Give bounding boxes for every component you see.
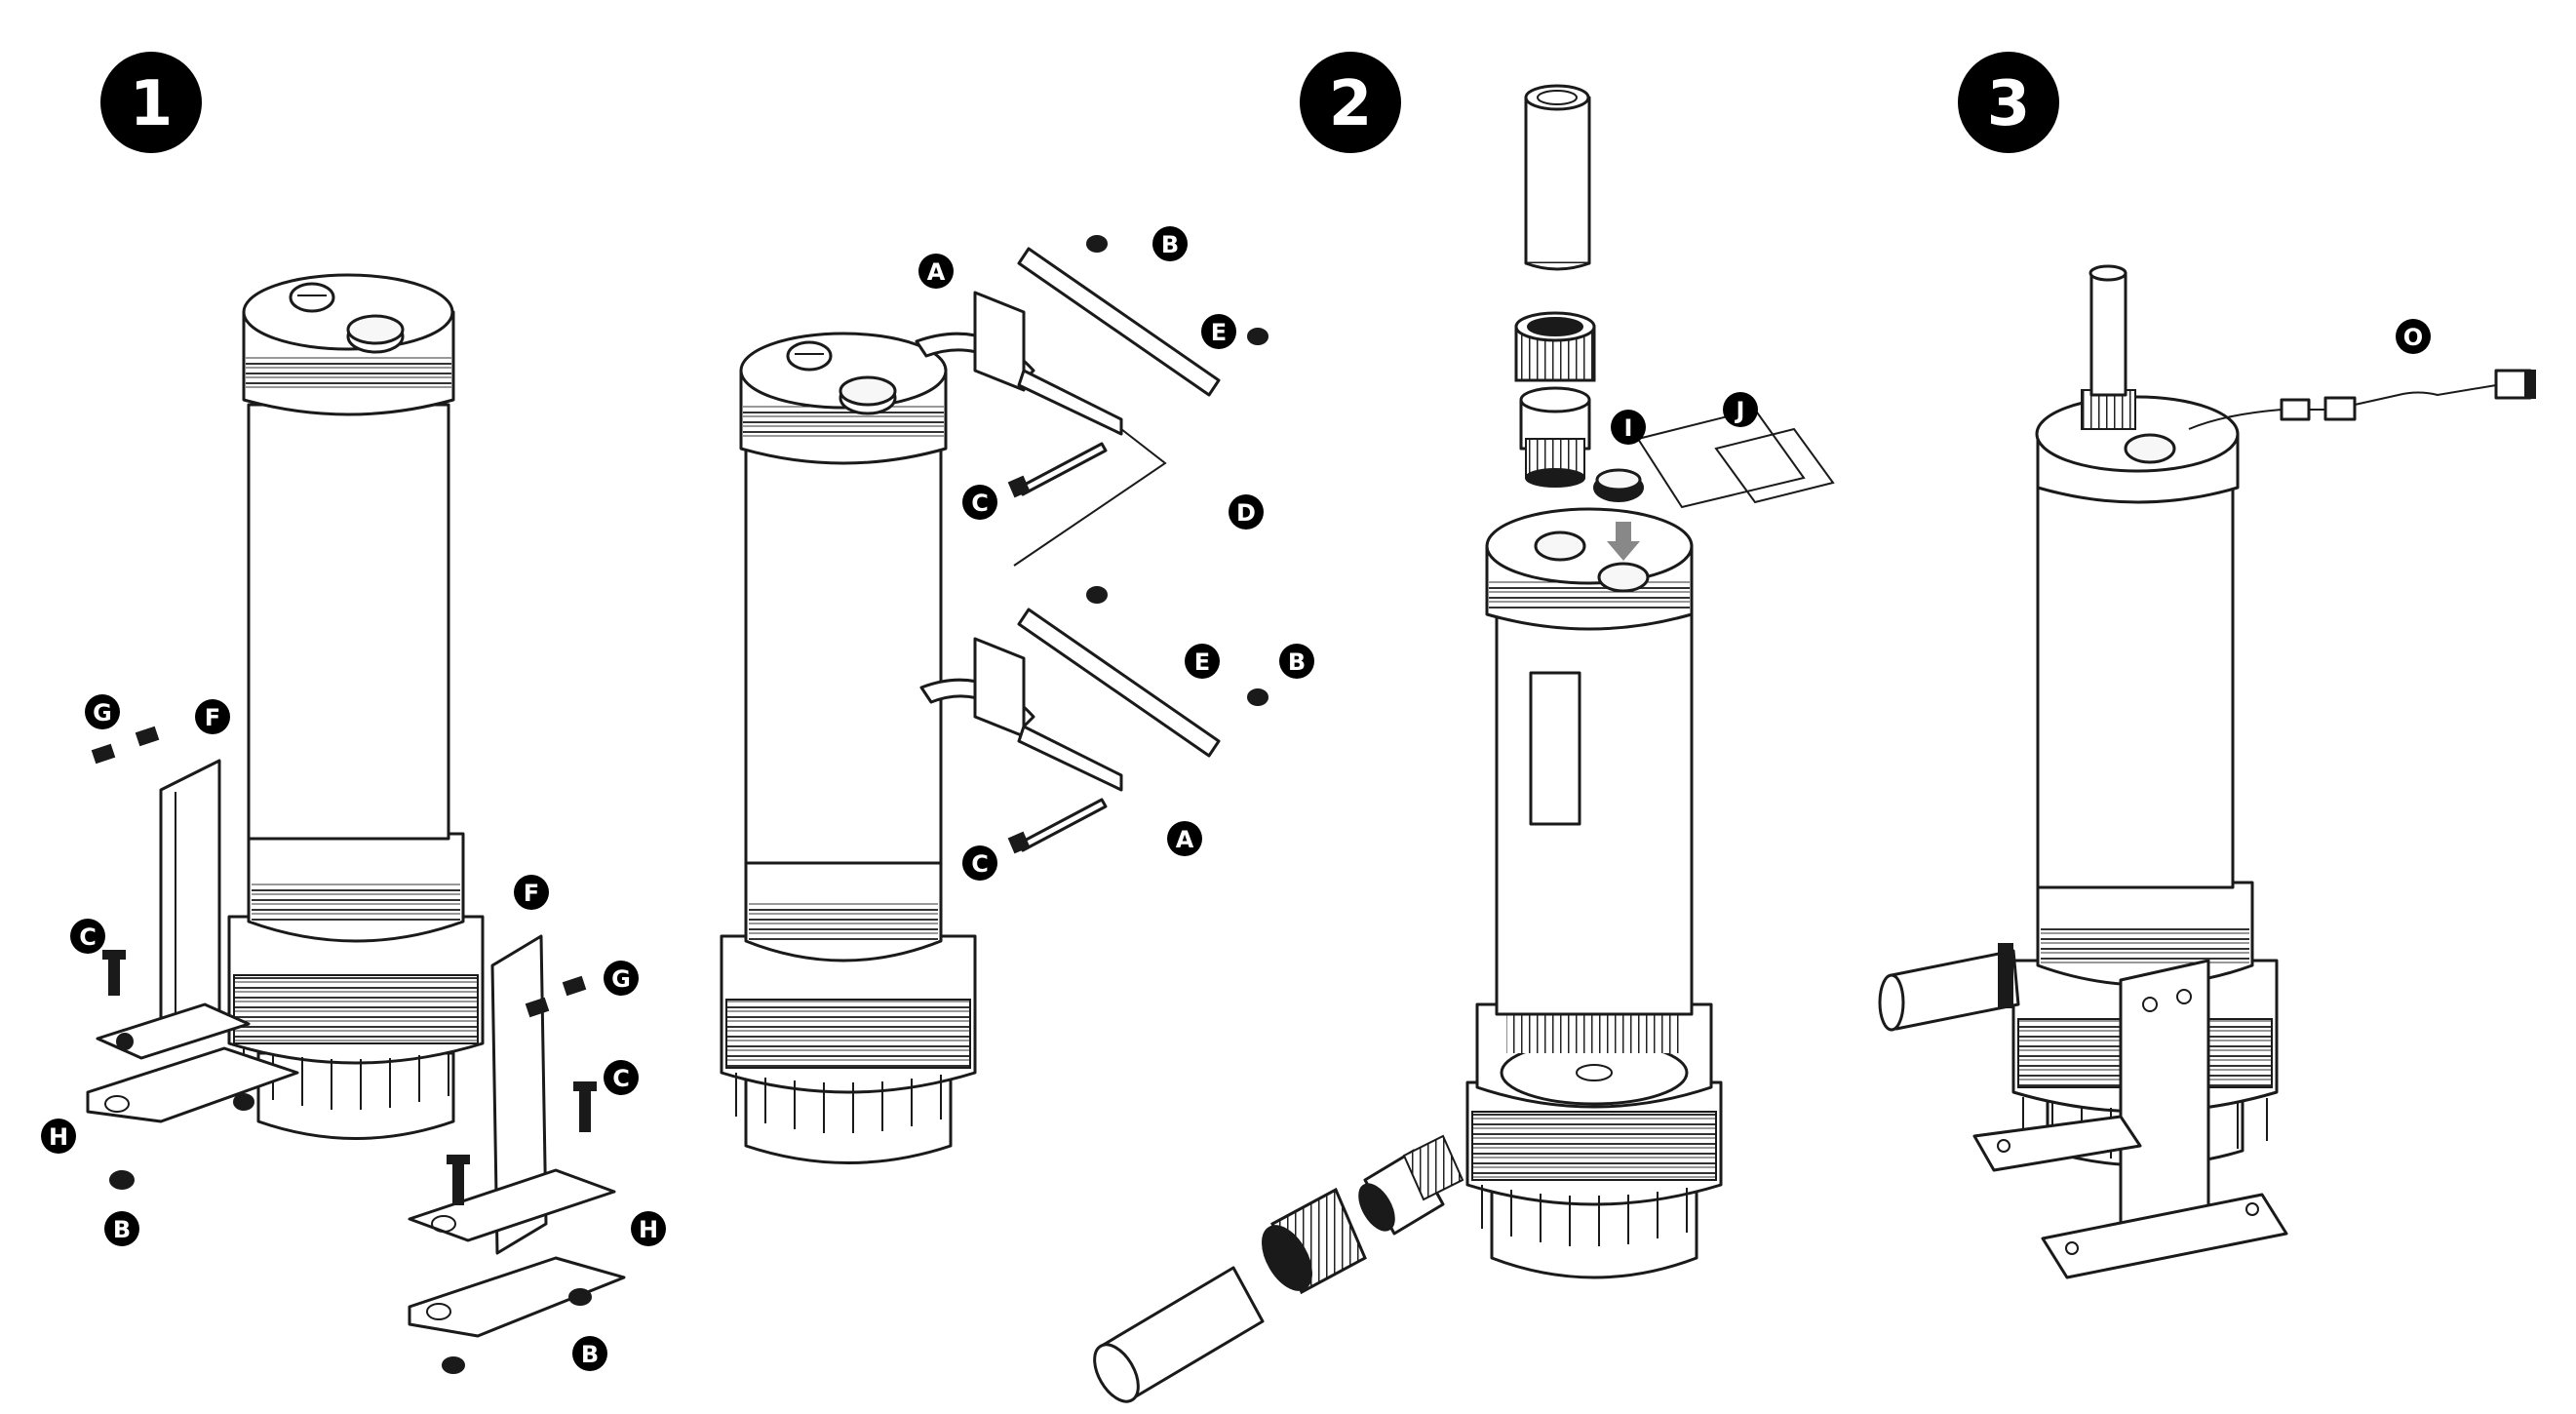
label-d: D xyxy=(1229,494,1264,530)
reservoir-left-assembly xyxy=(227,273,485,1140)
svg-text:C: C xyxy=(971,490,989,517)
step-3-badge: 3 xyxy=(1958,52,2059,153)
svg-text:2: 2 xyxy=(1329,68,1373,140)
label-f-right: F xyxy=(514,875,549,910)
reservoir-step2 xyxy=(1465,507,1723,1279)
inner-dip-tube xyxy=(1529,671,1581,826)
svg-text:F: F xyxy=(524,880,539,907)
nut xyxy=(233,1093,254,1111)
label-c-left: C xyxy=(70,919,105,954)
step-2-badge: 2 xyxy=(1300,52,1401,153)
label-g-right: G xyxy=(604,961,639,996)
screw-g-4 xyxy=(525,997,550,1018)
mount-bar-lower xyxy=(1017,608,1221,758)
label-j: J xyxy=(1723,392,1758,427)
compression-ring-top xyxy=(1514,311,1596,382)
label-c-right: C xyxy=(604,1060,639,1095)
nut-b-2 xyxy=(568,1288,592,1306)
svg-text:B: B xyxy=(1288,648,1306,676)
hex-key xyxy=(1013,428,1167,567)
svg-text:G: G xyxy=(611,965,631,993)
screw-c-3 xyxy=(579,1086,591,1132)
screw-c-2 xyxy=(452,1159,464,1205)
screw-g-1 xyxy=(91,743,116,765)
foot-bracket-right xyxy=(408,934,626,1374)
label-h-left: H xyxy=(41,1119,76,1154)
tube-top xyxy=(1524,84,1591,271)
svg-text:B: B xyxy=(113,1216,131,1243)
label-b-lower: B xyxy=(1279,644,1314,679)
label-a-upper: A xyxy=(918,254,954,289)
reservoir-middle-assembly xyxy=(720,332,977,1164)
svg-text:H: H xyxy=(639,1216,658,1243)
compression-ring-side xyxy=(1262,1187,1367,1295)
svg-text:I: I xyxy=(1624,414,1633,442)
screw-g-2 xyxy=(135,726,160,747)
svg-text:A: A xyxy=(927,258,946,286)
label-b-left: B xyxy=(104,1211,139,1246)
label-a-lower: A xyxy=(1167,821,1202,856)
screw-c xyxy=(108,955,120,996)
nut-b xyxy=(109,1170,135,1190)
step-1-badge: 1 xyxy=(100,52,202,153)
svg-text:H: H xyxy=(49,1123,68,1151)
nut-b-3 xyxy=(442,1356,465,1374)
svg-text:G: G xyxy=(93,699,112,727)
svg-text:E: E xyxy=(1194,648,1210,676)
spacer-plate-j xyxy=(1636,408,1835,509)
svg-text:1: 1 xyxy=(130,68,174,140)
svg-text:E: E xyxy=(1211,319,1227,346)
label-e-upper: E xyxy=(1201,314,1236,349)
label-g-left: G xyxy=(85,694,120,729)
svg-text:F: F xyxy=(205,704,220,731)
label-c-upper: C xyxy=(962,485,997,520)
svg-text:3: 3 xyxy=(1987,68,2031,140)
label-c-lower: C xyxy=(962,845,997,881)
label-h-right: H xyxy=(631,1211,666,1246)
wall-clamp-upper xyxy=(915,235,1268,567)
foot-bracket-left xyxy=(86,726,299,1190)
wall-clamp-lower xyxy=(919,586,1268,854)
svg-text:O: O xyxy=(2403,324,2423,351)
tube-side xyxy=(1093,1266,1265,1403)
down-arrow xyxy=(1607,522,1640,561)
svg-text:C: C xyxy=(79,923,97,951)
label-b-upper: B xyxy=(1152,226,1188,261)
label-i: I xyxy=(1611,410,1646,445)
label-b-right: B xyxy=(572,1336,607,1371)
fitting-side xyxy=(1358,1134,1464,1236)
svg-text:J: J xyxy=(1735,397,1745,424)
reservoir-step3 xyxy=(1878,264,2288,1279)
svg-text:B: B xyxy=(581,1341,599,1368)
screw-g-3 xyxy=(562,975,587,997)
fitting-top xyxy=(1519,386,1591,488)
svg-text:A: A xyxy=(1176,826,1194,853)
plug-top xyxy=(1593,468,1644,502)
label-f-left: F xyxy=(195,699,230,734)
label-e-lower: E xyxy=(1185,644,1220,679)
label-o: O xyxy=(2396,319,2431,354)
cable-connector xyxy=(2188,369,2536,430)
mount-bar-upper xyxy=(1017,247,1221,397)
fill-port-cap xyxy=(289,282,335,313)
svg-text:C: C xyxy=(971,850,989,878)
svg-text:B: B xyxy=(1161,231,1179,258)
svg-text:C: C xyxy=(612,1065,630,1092)
svg-text:D: D xyxy=(1236,499,1256,527)
